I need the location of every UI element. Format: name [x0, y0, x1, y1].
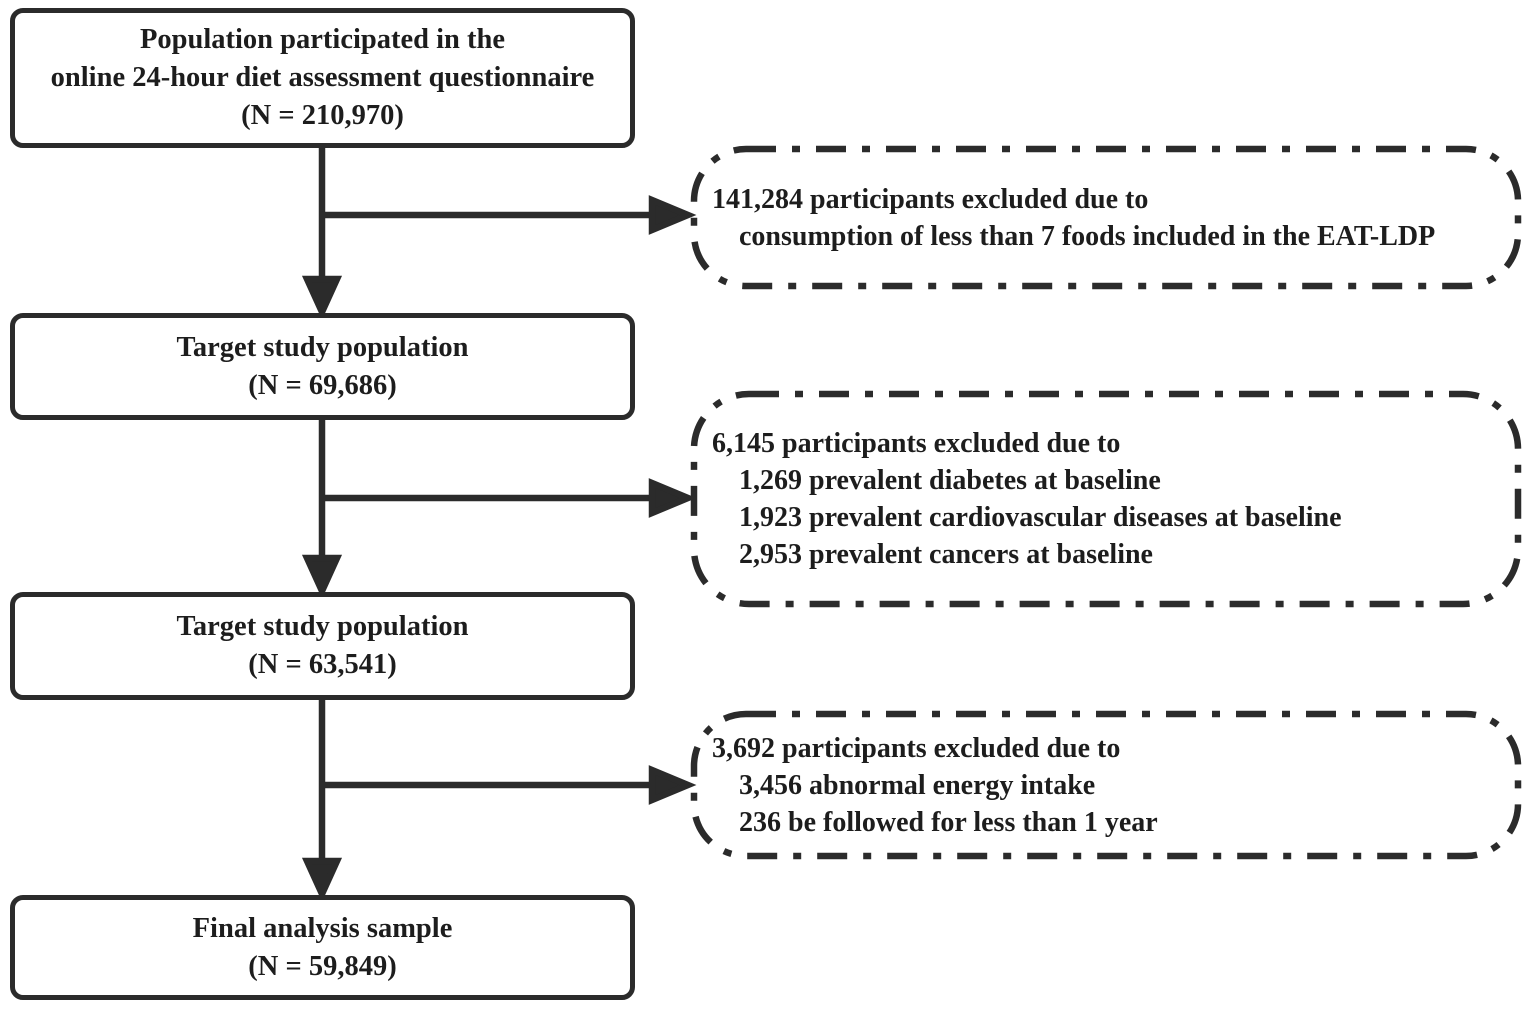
exclusion-reason: 236 be followed for less than 1 year	[739, 806, 1158, 838]
arrowhead-right-2-icon	[648, 478, 697, 518]
exclusion-reason: 2,953 prevalent cancers at baseline	[739, 539, 1153, 570]
exclusion-box-2: 6,145 participants excluded due to 1,269…	[690, 390, 1522, 608]
flow-box-text-line: Target study population	[176, 611, 469, 642]
arrowhead-right-3-icon	[648, 765, 697, 805]
flow-box-count: (N = 210,970)	[241, 100, 404, 131]
exclusion-box-1: 141,284 participants excluded due to con…	[690, 145, 1522, 290]
flow-box-count: (N = 63,541)	[248, 649, 397, 680]
dashed-border	[690, 145, 1522, 290]
exclusion-reason: 1,923 prevalent cardiovascular diseases …	[739, 502, 1342, 533]
exclusion-box-3: 3,692 participants excluded due to 3,456…	[690, 710, 1522, 860]
exclusion-reason: consumption of less than 7 foods include…	[739, 220, 1436, 252]
arrowhead-down-2-icon	[301, 554, 343, 599]
flow-box-text-line: Final analysis sample	[192, 912, 453, 944]
exclusion-summary: 141,284 participants excluded due to	[712, 183, 1149, 215]
exclusion-reason: 1,269 prevalent diabetes at baseline	[739, 465, 1161, 496]
exclusion-summary: 6,145 participants excluded due to	[712, 428, 1121, 459]
exclusion-summary: 3,692 participants excluded due to	[712, 732, 1121, 764]
flow-box-count: (N = 69,686)	[248, 369, 397, 401]
flow-box-count: (N = 59,849)	[248, 950, 397, 982]
flow-box-population: Population participated in the online 24…	[10, 8, 635, 148]
exclusion-reason: 3,456 abnormal energy intake	[739, 769, 1096, 801]
flow-box-target-study-2: Target study population (N = 63,541)	[10, 592, 635, 700]
arrowhead-down-3-icon	[301, 857, 343, 902]
arrowhead-down-1-icon	[301, 275, 343, 320]
flow-box-text-line: Population participated in the	[140, 24, 505, 55]
exclusion-text-block: 6,145 participants excluded due to 1,269…	[690, 390, 1522, 608]
flow-box-target-study-1: Target study population (N = 69,686)	[10, 313, 635, 420]
exclusion-text-block: 141,284 participants excluded due to con…	[690, 145, 1522, 290]
dashed-border	[690, 390, 1522, 608]
flow-box-text-line: online 24-hour diet assessment questionn…	[50, 62, 595, 93]
arrowhead-right-1-icon	[648, 195, 697, 235]
flow-box-text-line: Target study population	[176, 331, 469, 363]
dashed-border	[690, 710, 1522, 860]
exclusion-text-block: 3,692 participants excluded due to 3,456…	[690, 710, 1522, 860]
flow-box-final-sample: Final analysis sample (N = 59,849)	[10, 895, 635, 1000]
